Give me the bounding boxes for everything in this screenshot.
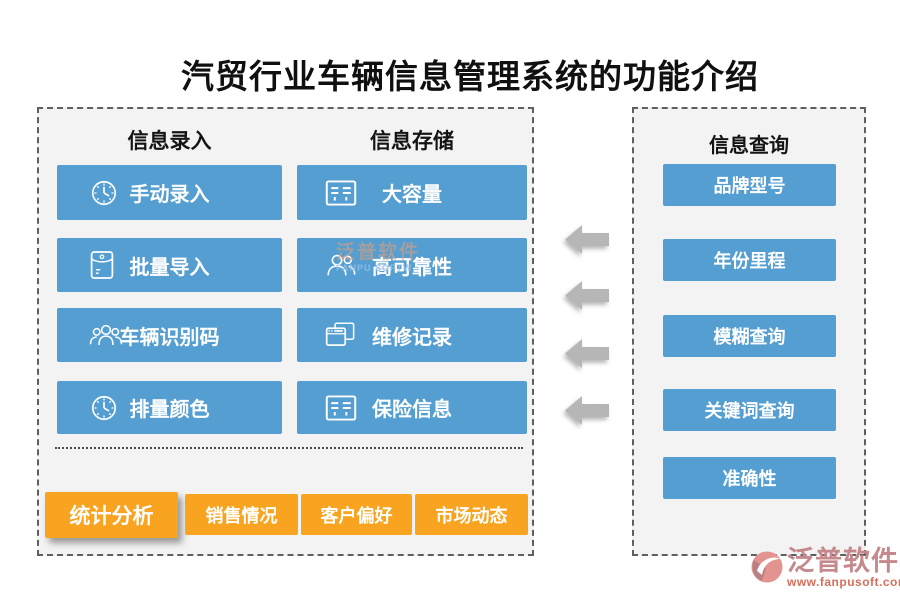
panel-entry-storage: 信息录入 信息存储 手动录入: [37, 107, 534, 556]
dotted-divider: [55, 447, 523, 449]
repair-records-button[interactable]: 维修记录: [297, 308, 527, 362]
column-header-entry: 信息录入: [127, 129, 212, 153]
button-label: 市场动态: [435, 505, 508, 526]
stacked-windows-icon: [325, 321, 357, 349]
vin-code-button[interactable]: 车辆识别码: [57, 308, 282, 362]
fuzzy-query-button[interactable]: 模糊查询: [663, 315, 836, 357]
button-label: 维修记录: [372, 326, 452, 349]
clock-icon: [89, 178, 119, 208]
button-label: 关键词查询: [704, 401, 795, 421]
column-header-query: 信息查询: [709, 135, 789, 157]
button-label: 年份里程: [713, 251, 786, 271]
button-label: 准确性: [722, 469, 777, 489]
button-label: 保险信息: [372, 399, 452, 421]
brand-text-block: 泛普软件 www.fanpusoft.com: [787, 546, 900, 590]
button-label: 手动录入: [129, 184, 210, 206]
people-pair-icon: [325, 252, 357, 278]
left-arrow-icon: [565, 281, 609, 310]
people-group-icon: [89, 323, 123, 347]
high-reliability-button[interactable]: 高可靠性: [297, 238, 527, 292]
left-arrow-icon: [565, 225, 609, 254]
sales-situation-button[interactable]: 销售情况: [185, 494, 298, 535]
envelope-icon: [89, 249, 115, 281]
button-label: 排量颜色: [129, 399, 210, 421]
customer-preference-button[interactable]: 客户偏好: [301, 494, 412, 535]
button-label: 统计分析: [69, 505, 154, 528]
statistics-analysis-button[interactable]: 统计分析: [45, 492, 178, 538]
page-title: 汽贸行业车辆信息管理系统的功能介绍: [181, 60, 759, 96]
large-capacity-button[interactable]: 大容量: [297, 165, 527, 220]
button-label: 大容量: [382, 184, 442, 206]
accuracy-button[interactable]: 准确性: [663, 457, 836, 499]
panel-info-query: 信息查询 品牌型号 年份里程 模糊查询 关键词查询 准确性: [632, 107, 866, 556]
button-label: 车辆识别码: [119, 326, 220, 349]
displacement-color-button[interactable]: 排量颜色: [57, 381, 282, 434]
year-mileage-button[interactable]: 年份里程: [663, 239, 836, 281]
batch-import-button[interactable]: 批量导入: [57, 238, 282, 292]
column-header-storage: 信息存储: [370, 129, 454, 153]
clock-icon: [89, 393, 119, 423]
left-arrow-icon: [565, 396, 609, 425]
brand-model-button[interactable]: 品牌型号: [663, 164, 836, 206]
button-label: 模糊查询: [713, 327, 786, 347]
button-label: 高可靠性: [372, 256, 452, 279]
button-label: 品牌型号: [713, 176, 786, 196]
brand-name: 泛普软件: [787, 546, 899, 576]
button-label: 批量导入: [129, 256, 210, 279]
branding: 泛普软件 www.fanpusoft.com: [750, 547, 900, 589]
form-list-icon: [325, 394, 357, 421]
form-list-icon: [325, 179, 357, 206]
fanpu-logo-icon: [750, 550, 784, 584]
market-trends-button[interactable]: 市场动态: [415, 494, 528, 535]
insurance-info-button[interactable]: 保险信息: [297, 381, 527, 434]
button-label: 销售情况: [205, 505, 278, 526]
brand-url: www.fanpusoft.com: [787, 575, 900, 590]
manual-entry-button[interactable]: 手动录入: [57, 165, 282, 220]
keyword-query-button[interactable]: 关键词查询: [663, 389, 836, 431]
left-arrow-icon: [565, 339, 609, 368]
button-label: 客户偏好: [320, 505, 393, 526]
